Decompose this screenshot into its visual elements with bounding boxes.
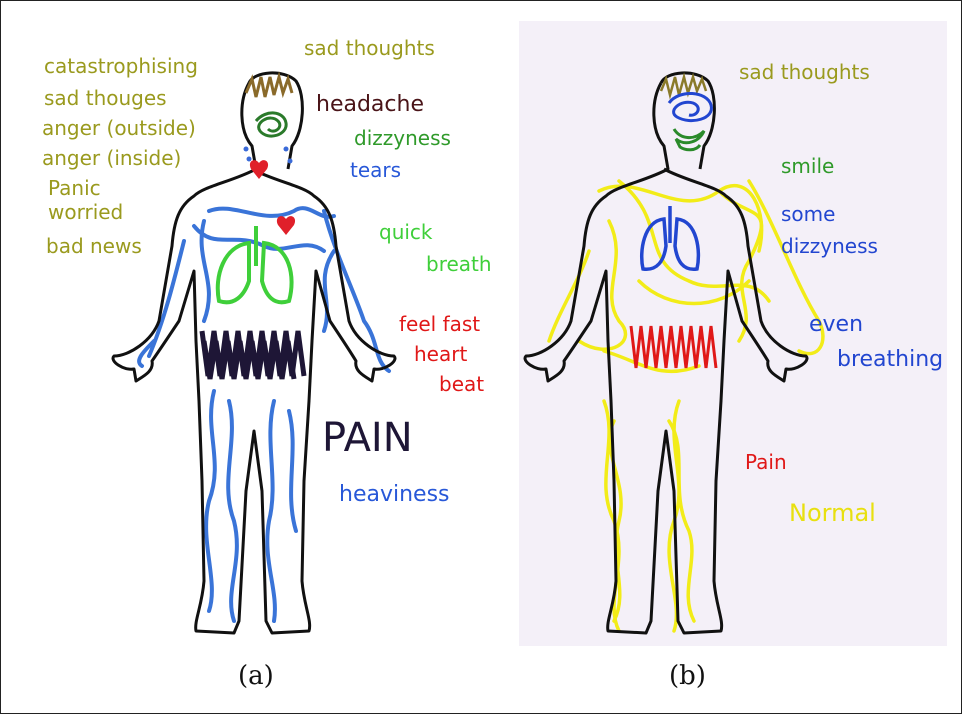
caption-b: (b) [669,661,706,691]
caption-a: (a) [238,661,274,691]
label-smile: smile [781,154,834,178]
head-swirl [669,93,711,120]
label-anger-outside: anger (outside) [42,116,196,140]
panel-b: sad thoughts smile some dizzyness even b… [519,21,947,646]
label-sad-thouges: sad thouges [44,86,167,110]
label-pain: Pain [745,450,787,474]
label-dizzyness: dizzyness [354,126,451,150]
hair-scribble [246,77,292,97]
lungs-icon [218,226,292,302]
heart-icon [277,216,295,235]
label-anger-inside: anger (inside) [42,146,181,170]
label-some: some [781,202,835,226]
label-bad-news: bad news [46,234,142,258]
label-normal: Normal [789,499,876,527]
smile-scribble [674,129,704,150]
label-pain: PAIN [322,415,413,461]
label-catastrophising: catastrophising [44,54,198,78]
panel-a: catastrophising sad thouges anger (outsi… [34,21,509,646]
label-beat: beat [439,372,484,396]
label-worried: worried [48,200,123,224]
label-sad-thoughts: sad thoughts [304,36,435,60]
label-heaviness: heaviness [339,482,450,507]
label-sad-thoughts: sad thoughts [739,60,870,84]
panel-a-drawing: catastrophising sad thouges anger (outsi… [34,21,509,646]
body-outline-b [525,73,807,633]
label-quick: quick [379,220,433,244]
label-even: even [809,312,863,337]
label-panic: Panic [48,176,101,200]
dizzy-swirl [256,113,286,136]
labels-right: sad thoughts headache dizzyness tears qu… [304,36,492,507]
labels-b: sad thoughts smile some dizzyness even b… [739,60,943,527]
label-heart: heart [414,342,467,366]
label-dizzyness: dizzyness [781,234,878,258]
pain-scribble [202,331,304,379]
label-feel-fast: feel fast [399,312,480,336]
tears-drops [244,147,293,164]
lungs-icon [642,206,699,269]
pain-scribble [631,326,716,368]
label-breathing: breathing [837,347,943,372]
panel-b-drawing: sad thoughts smile some dizzyness even b… [519,21,947,646]
label-tears: tears [350,158,401,182]
label-headache: headache [316,92,424,117]
hair-scribble [661,77,706,95]
label-breath: breath [426,252,492,276]
